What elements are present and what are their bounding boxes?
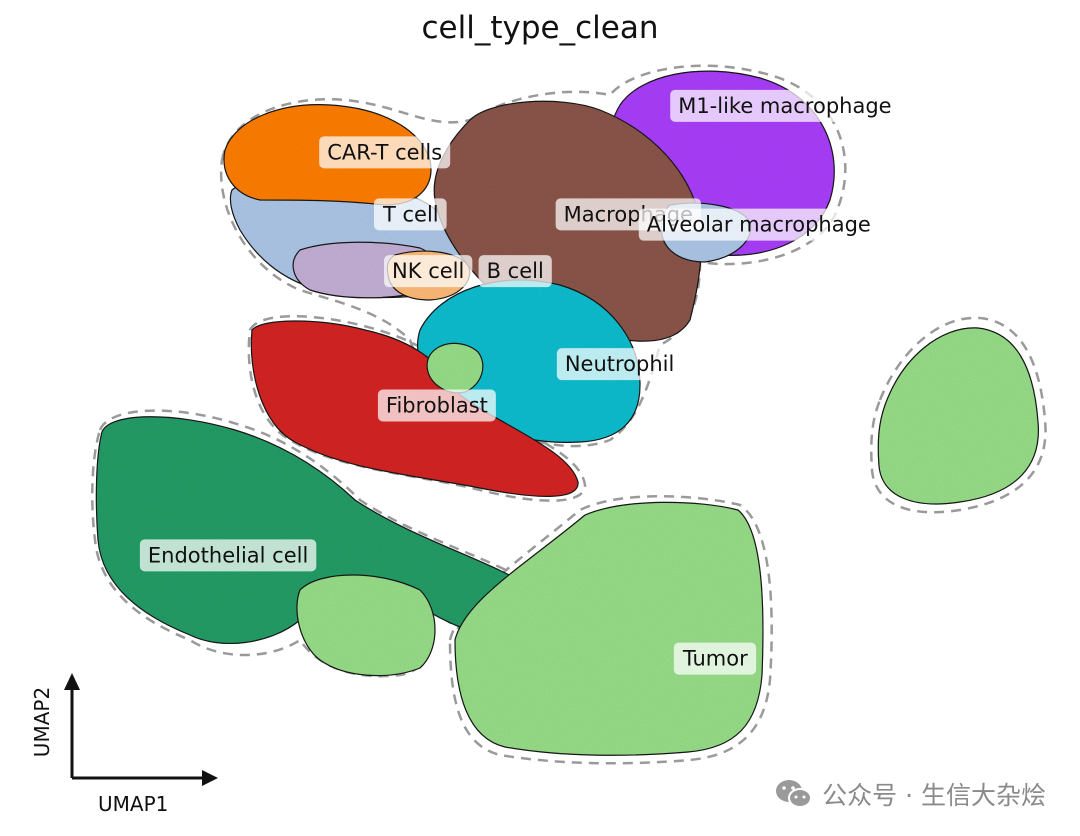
cluster-label-box: [377, 389, 496, 422]
cluster-label-box: [478, 255, 552, 288]
contour-tumor: [448, 495, 773, 765]
cluster-label-box: [638, 208, 879, 241]
cluster-label-text: M1-like macrophage: [678, 94, 891, 118]
cluster-label-text: B cell: [487, 259, 544, 283]
cluster-label-text: Endothelial cell: [148, 543, 308, 567]
cluster-label-6: Alveolar macrophage: [638, 208, 879, 241]
contour-right-island: [870, 316, 1047, 514]
cluster-label-1: T cell: [373, 198, 447, 231]
cluster-label-text: Fibroblast: [386, 394, 488, 418]
cluster-label-text: Neutrophil: [565, 352, 675, 376]
cluster-label-text: Alveolar macrophage: [647, 213, 871, 237]
cluster-tumor-main: [454, 501, 764, 756]
y-axis-label: UMAP2: [30, 686, 54, 758]
cluster-label-3: B cell: [478, 255, 552, 288]
cluster-label-9: Endothelial cell: [139, 539, 317, 572]
cluster-label-8: Fibroblast: [377, 389, 496, 422]
x-axis-label: UMAP1: [98, 792, 169, 816]
cluster-label-text: Tumor: [682, 647, 748, 671]
cluster-label-box: [670, 89, 900, 122]
watermark: 公众号 · 生信大杂烩: [774, 776, 1046, 812]
watermark-text: 公众号 · 生信大杂烩: [822, 781, 1046, 810]
cluster-label-text: CAR-T cells: [327, 140, 442, 164]
cluster-label-box: [673, 642, 757, 675]
axis-arrows: [64, 673, 218, 786]
wechat-icon: [776, 780, 813, 808]
contour-fibroblast: [247, 315, 587, 502]
cluster-tumor-lower: [296, 574, 436, 677]
cluster-label-0: CAR-T cells: [319, 136, 451, 169]
cluster-label-box: [384, 255, 473, 288]
cluster-label-text: NK cell: [392, 259, 464, 283]
cluster-label-text: T cell: [382, 202, 439, 226]
cluster-label-box: [319, 136, 451, 169]
y-arrowhead-icon: [64, 673, 80, 690]
cluster-label-2: NK cell: [384, 255, 473, 288]
cell-clusters: [95, 70, 1039, 756]
cluster-label-box: [556, 348, 683, 381]
cluster-label-box: [373, 198, 447, 231]
cluster-label-5: M1-like macrophage: [670, 89, 900, 122]
cluster-label-7: Neutrophil: [556, 348, 683, 381]
cluster-tumor-right: [877, 327, 1039, 505]
cluster-label-box: [139, 539, 317, 572]
x-arrowhead-icon: [202, 770, 218, 786]
chart-title: cell_type_clean: [421, 10, 659, 46]
cluster-label-10: Tumor: [673, 642, 757, 675]
